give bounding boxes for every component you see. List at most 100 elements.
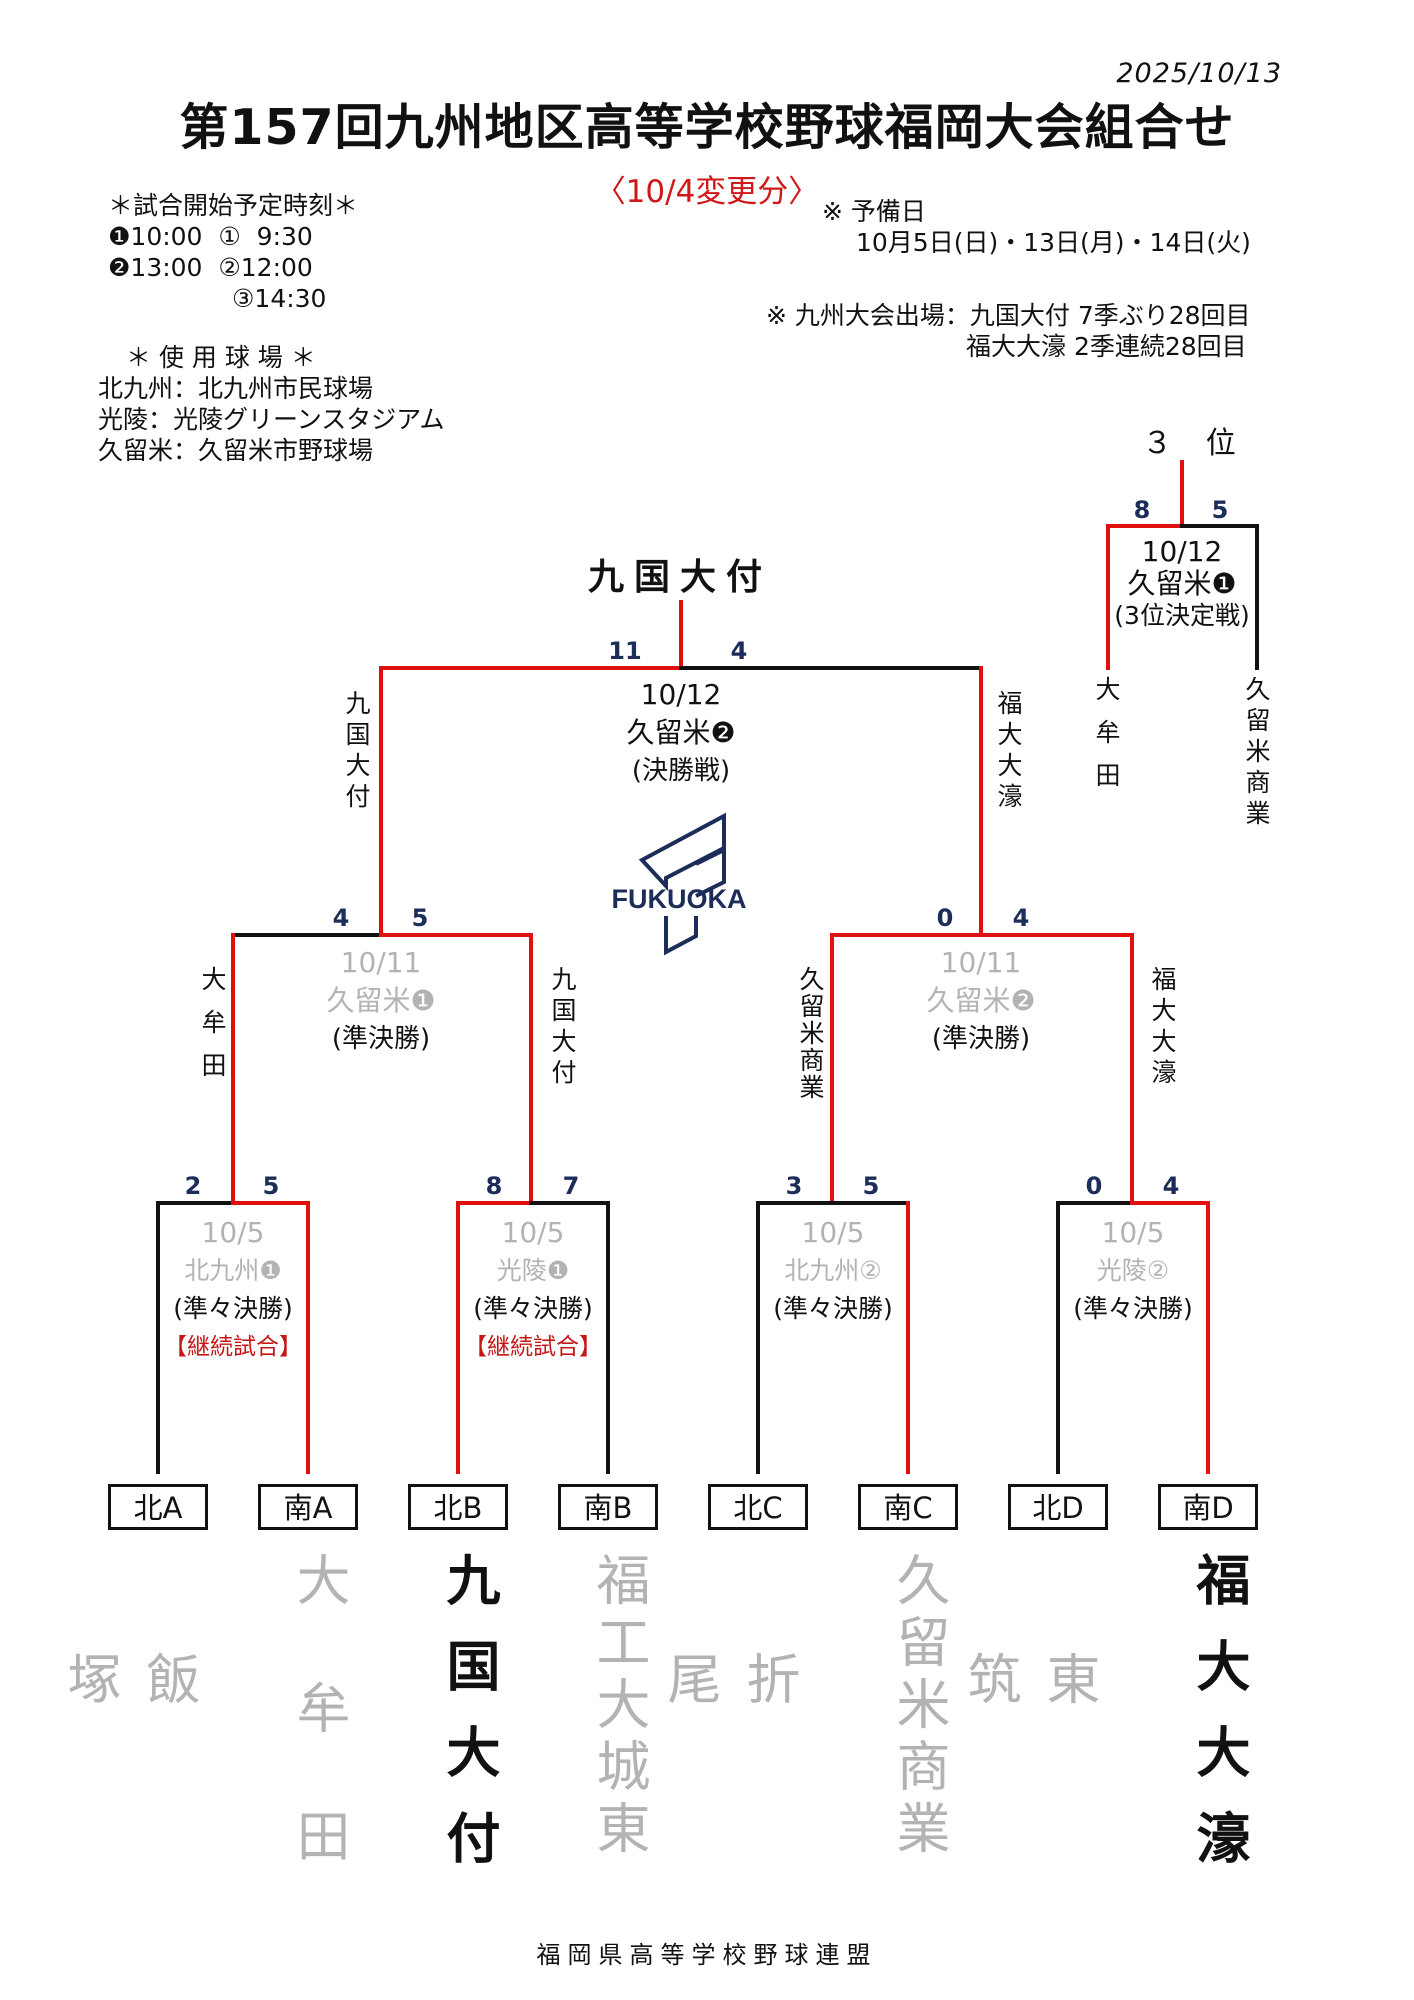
footer-organization: 福岡県高等学校野球連盟 — [536, 1941, 878, 1969]
qf1-score-right: 5 — [262, 1172, 280, 1200]
match-date: 10/12 — [640, 678, 722, 711]
match-round: (準々決勝) — [173, 1294, 293, 1323]
qf2-right-arm — [529, 1201, 610, 1474]
reserve-block: ※ 予備日 10月5日(日)・13日(月)・14日(火) — [822, 196, 1251, 258]
venues-heading: ＊ 使 用 球 場 ＊ — [126, 343, 316, 372]
qf2-match: 10/5 光陵❶ (準々決勝) 【継続試合】 — [448, 1214, 618, 1366]
third-right-team: 久留米商業 — [1242, 676, 1271, 831]
final-left-winner: 九国大付 — [342, 690, 371, 814]
semi2-left-arm — [830, 933, 983, 1205]
schedule-row: ❷13:00 ②12:00 — [108, 253, 313, 282]
match-date: 10/11 — [340, 946, 422, 979]
slot-north-d: 北D — [1008, 1484, 1108, 1530]
qf4-left-arm — [1056, 1201, 1134, 1474]
schedule-row: ③14:30 — [232, 284, 327, 313]
document-date: 2025/10/13 — [1116, 58, 1282, 89]
semi1-match: 10/11 久留米❶ (準決勝) — [281, 944, 481, 1058]
match-date: 10/5 — [801, 1216, 865, 1249]
final-right-winner: 福大大濠 — [994, 690, 1023, 814]
team-name: 飯塚 — [58, 1651, 200, 1901]
qf1-score-left: 2 — [184, 1172, 202, 1200]
team-name: 福大大濠 — [1187, 1552, 1250, 1896]
kyushu-entry-line: 福大大濠 2季連続28回目 — [966, 332, 1247, 361]
qf4-score-left: 0 — [1085, 1172, 1103, 1200]
semi1-right-arm — [379, 933, 533, 1205]
match-round: (準々決勝) — [773, 1294, 893, 1323]
venues-block: ＊ 使 用 球 場 ＊ 北九州：北九州市民球場 光陵：光陵グリーンスタジアム 久… — [98, 342, 445, 466]
team-name: 折尾 — [658, 1651, 800, 1901]
qf3-score-left: 3 — [785, 1172, 803, 1200]
reserve-label: ※ 予備日 — [822, 197, 926, 226]
semi2-score-left: 0 — [936, 904, 954, 932]
champion-name: 九国大付 — [587, 557, 772, 598]
venue-item: 光陵：光陵グリーンスタジアム — [98, 405, 445, 434]
team-name: 東筑 — [958, 1651, 1100, 1901]
slot-south-a: 南A — [258, 1484, 358, 1530]
match-round: (3位決定戦) — [1114, 601, 1250, 630]
third-score-right: 5 — [1211, 496, 1229, 524]
schedule-heading: ＊試合開始予定時刻＊ — [108, 191, 359, 220]
semi2-right-team: 福大大濠 — [1148, 966, 1177, 1090]
page-title: 第157回九州地区高等学校野球福岡大会組合せ — [179, 99, 1235, 156]
logo-text: FUKUOKA — [612, 884, 747, 914]
match-venue: 久留米❷ — [626, 716, 736, 749]
semi2-right-arm — [979, 933, 1134, 1205]
qf1-right-arm — [231, 1201, 310, 1474]
schedule-row: ❶10:00 ① 9:30 — [108, 222, 313, 251]
match-round: (準決勝) — [331, 1024, 431, 1054]
qf1-match: 10/5 北九州❶ (準々決勝) 【継続試合】 — [148, 1214, 318, 1366]
team-name: 大牟田 — [287, 1552, 350, 1936]
semi1-right-team: 九国大付 — [548, 966, 577, 1090]
qf2-score-left: 8 — [485, 1172, 503, 1200]
semi2-left-team: 久留米商業 — [796, 966, 825, 1101]
match-note: 【継続試合】 — [164, 1334, 302, 1360]
match-venue: 久留米❶ — [1127, 567, 1237, 600]
match-date: 10/5 — [501, 1216, 565, 1249]
match-venue: 久留米❶ — [326, 984, 436, 1017]
final-match: 10/12 久留米❷ (決勝戦) — [571, 676, 791, 790]
update-note: 〈10/4変更分〉 — [594, 174, 820, 210]
qf4-right-arm — [1130, 1201, 1210, 1474]
fukuoka-logo: FUKUOKA — [604, 812, 754, 962]
slot-south-d: 南D — [1158, 1484, 1258, 1530]
qf3-left-arm — [756, 1201, 834, 1474]
semi2-match: 10/11 久留米❷ (準決勝) — [881, 944, 1081, 1058]
semi1-score-right: 5 — [411, 904, 429, 932]
slot-south-c: 南C — [858, 1484, 958, 1530]
qf3-match: 10/5 北九州② (準々決勝) — [748, 1214, 918, 1328]
match-round: (準々決勝) — [473, 1294, 593, 1323]
fukuoka-logo-icon: FUKUOKA — [612, 812, 747, 956]
qf2-score-right: 7 — [562, 1172, 580, 1200]
semi1-score-left: 4 — [332, 904, 350, 932]
venue-item: 北九州：北九州市民球場 — [98, 374, 374, 403]
match-venue: 北九州❶ — [184, 1256, 282, 1285]
kyushu-entry-note: ※ 九州大会出場：九国大付 7季ぶり28回目 福大大濠 2季連続28回目 — [766, 300, 1251, 362]
match-note: 【継続試合】 — [464, 1334, 602, 1360]
match-venue: 光陵② — [1096, 1256, 1170, 1285]
slot-north-c: 北C — [708, 1484, 808, 1530]
match-date: 10/11 — [940, 946, 1022, 979]
third-left-team: 大牟田 — [1092, 676, 1121, 805]
final-score-left: 11 — [608, 637, 642, 665]
venue-item: 久留米：久留米市野球場 — [98, 436, 374, 465]
qf1-left-arm — [156, 1201, 235, 1474]
semi1-left-team: 大牟田 — [198, 966, 227, 1095]
semi2-score-right: 4 — [1012, 904, 1030, 932]
match-date: 10/12 — [1141, 535, 1223, 568]
match-venue: 久留米❷ — [926, 984, 1036, 1017]
schedule-block: ＊試合開始予定時刻＊ ❶10:00 ① 9:30 ❷13:00 ②12:00 ③… — [108, 190, 358, 314]
slot-north-a: 北A — [108, 1484, 208, 1530]
match-venue: 光陵❶ — [496, 1256, 570, 1285]
slot-north-b: 北B — [408, 1484, 508, 1530]
third-left-arm — [1106, 524, 1184, 670]
final-left-arm — [379, 666, 683, 937]
reserve-dates: 10月5日(日)・13日(月)・14日(火) — [856, 228, 1251, 257]
third-right-arm — [1180, 524, 1259, 670]
qf2-left-arm — [456, 1201, 533, 1474]
kyushu-entry-line: ※ 九州大会出場：九国大付 7季ぶり28回目 — [766, 301, 1251, 330]
match-date: 10/5 — [201, 1216, 265, 1249]
third-place-match: 10/12 久留米❶ (3位決定戦) — [1092, 536, 1272, 632]
slot-south-b: 南B — [558, 1484, 658, 1530]
match-round: (準々決勝) — [1073, 1294, 1193, 1323]
